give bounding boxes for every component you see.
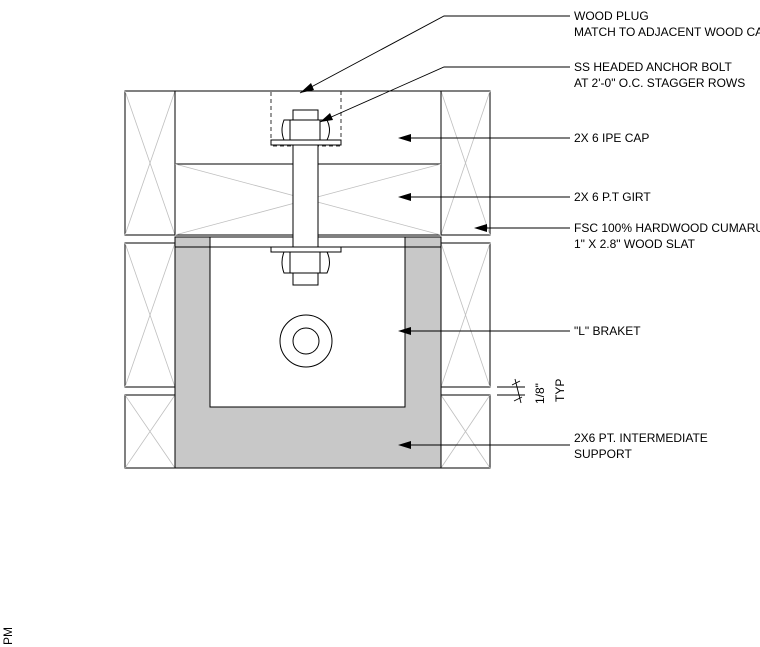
callout-intermediate-support-detail: SUPPORT xyxy=(574,447,632,461)
wood-slat-left xyxy=(124,90,176,469)
leader-lines xyxy=(299,15,570,449)
callout-l-bracket: "L" BRAKET xyxy=(574,324,641,338)
callout-anchor-bolt-detail: AT 2'-0" O.C. STAGGER ROWS xyxy=(574,76,745,90)
callout-pt-girt: 2X 6 P.T GIRT xyxy=(574,190,651,204)
callout-wood-plug-detail: MATCH TO ADJACENT WOOD CAP xyxy=(574,25,760,39)
gap-dimension-mark xyxy=(497,378,525,404)
wood-slat-right xyxy=(440,90,491,469)
dimension-value: 1/8" xyxy=(533,383,547,404)
callout-anchor-bolt: SS HEADED ANCHOR BOLT xyxy=(574,60,732,74)
dimension-note: TYP xyxy=(553,379,567,402)
callout-wood-plug: WOOD PLUG xyxy=(574,9,649,23)
anchor-bolt xyxy=(270,109,342,286)
callout-intermediate-support: 2X6 PT. INTERMEDIATE xyxy=(574,431,708,445)
callout-wood-slat-detail: 1" X 2.8" WOOD SLAT xyxy=(574,237,696,251)
bracket-bolt-hole xyxy=(279,314,333,368)
callout-ipe-cap: 2X 6 IPE CAP xyxy=(574,131,649,145)
callout-wood-slat: FSC 100% HARDWOOD CUMARU xyxy=(574,221,760,235)
corner-text: PM xyxy=(1,627,15,645)
